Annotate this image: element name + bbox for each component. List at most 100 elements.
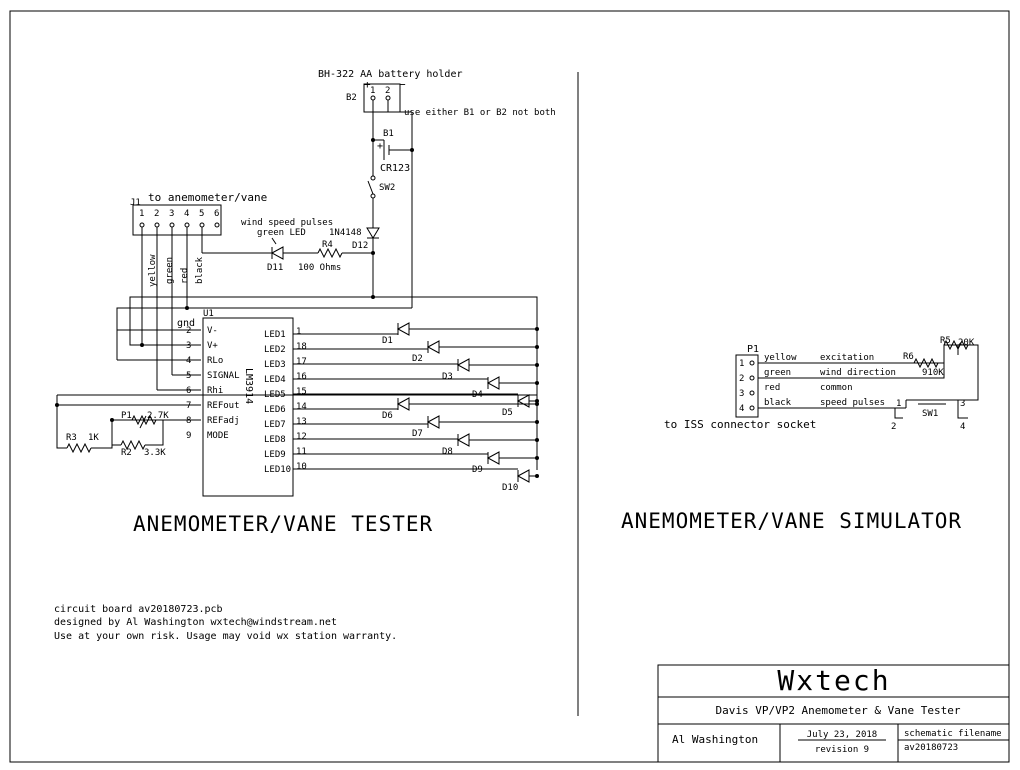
u1-pin-number-12: 12 [296, 432, 307, 442]
r4-resistor-symbol [317, 247, 343, 259]
led-rail-junction-led5 [535, 399, 539, 403]
r5-value-label: 20K [958, 338, 975, 348]
u1-pin-name-9: MODE [207, 431, 229, 441]
p1-label: P1 [121, 411, 132, 421]
sim-wire-color-4: black [764, 398, 792, 408]
d12-label: D12 [352, 241, 368, 251]
battery-holder-label: BH-322 AA battery holder [318, 69, 463, 80]
ground-rail [116, 307, 412, 331]
r6-resistor-symbol [913, 357, 939, 369]
j1-pin-6 [214, 222, 220, 228]
u1-pin-number-3: 3 [186, 341, 191, 351]
d7-label: D7 [412, 429, 423, 439]
r3-label: R3 [66, 433, 77, 443]
u1-pin-name-5: SIGNAL [207, 371, 240, 381]
d2-label: D2 [412, 354, 423, 364]
led-rail-junction-led10 [535, 474, 539, 478]
u1-pin-number-6: 6 [186, 386, 191, 396]
wire-r2-right [145, 420, 164, 446]
u1-pin-name-led3: LED3 [264, 360, 286, 370]
j1-connector-box [132, 204, 222, 236]
u1-pin-number-4: 4 [186, 356, 191, 366]
d3-diode-symbol [456, 358, 470, 372]
company-name: Wxtech [777, 664, 890, 697]
sw2-contact-top [370, 175, 376, 181]
d5-label: D5 [502, 408, 513, 418]
wind-speed-note: wind speed pulses [241, 218, 333, 228]
iss-connector-note: to ISS connector socket [664, 418, 816, 431]
d1-diode-symbol [396, 322, 410, 336]
j1-pin-3-label: 3 [169, 209, 174, 219]
j1-pin-1 [139, 222, 145, 228]
drawing-description: Davis VP/VP2 Anemometer & Vane Tester [715, 704, 960, 717]
d11-label: D11 [267, 263, 283, 273]
b2-label: B2 [346, 93, 357, 103]
r2-value-label: 3.3K [144, 448, 166, 458]
j1-description: to anemometer/vane [148, 191, 267, 204]
green-led-note: green LED [257, 228, 306, 238]
positive-rail [373, 296, 538, 470]
u1-pin-number-15: 15 [296, 387, 307, 397]
junction-v-plus [140, 343, 144, 347]
u1-pin-number-9: 9 [186, 431, 191, 441]
d10-diode-symbol [516, 469, 530, 483]
u1-chip-body [202, 317, 294, 497]
p1-wiper-arrow [139, 415, 147, 429]
sw2-blade [367, 180, 374, 195]
sim-pin-4 [749, 405, 755, 411]
r4-value-label: 100 Ohms [298, 263, 341, 273]
led-rail-junction-led6 [535, 402, 539, 406]
sw2-label: SW2 [379, 183, 395, 193]
drawing-revision: revision 9 [815, 745, 869, 755]
j1-pin-5 [199, 222, 205, 228]
b1-label: B1 [383, 129, 394, 139]
r5-resistor-symbol [943, 339, 969, 351]
filename-label: schematic filename [904, 729, 1002, 739]
sim-pin-number-4: 4 [739, 404, 744, 414]
led-rail-junction-led4 [535, 381, 539, 385]
sim-wire-color-1: yellow [764, 353, 797, 363]
sheet-border [9, 10, 1010, 763]
r3-resistor-symbol [66, 442, 92, 454]
u1-label: U1 [203, 309, 214, 319]
u1-pin-number-7: 7 [186, 401, 191, 411]
d12-part-label: 1N4148 [329, 228, 362, 238]
u1-pin-name-led10: LED10 [264, 465, 291, 475]
u1-pin-name-8: REFadj [207, 416, 240, 426]
sim-pin-number-3: 3 [739, 389, 744, 399]
r5-label: R5 [940, 336, 951, 346]
u1-pin-name-led6: LED6 [264, 405, 286, 415]
note-circuit-board: circuit board av20180723.pcb [54, 604, 223, 615]
u1-pin-name-led2: LED2 [264, 345, 286, 355]
b2-pin-1: 1 [370, 86, 375, 96]
u1-part-label: LM3914 [243, 368, 254, 404]
u1-pin-name-led1: LED1 [264, 330, 286, 340]
u1-pin-name-3: V+ [207, 341, 218, 351]
u1-pin-name-led4: LED4 [264, 375, 286, 385]
simulator-title: ANEMOMETER/VANE SIMULATOR [621, 509, 962, 533]
b2-terminal-1 [370, 95, 376, 101]
u1-pin-name-2: V- [207, 326, 218, 336]
r2-resistor-symbol [120, 439, 146, 451]
sim-signal-1: excitation [820, 353, 874, 363]
sim-wire-color-3: red [764, 383, 780, 393]
wire-refadj [91, 419, 201, 449]
d2-diode-symbol [426, 340, 440, 354]
sw1-pin-4: 4 [960, 422, 965, 432]
d11-diode-symbol [270, 246, 284, 260]
j1-pin-3 [169, 222, 175, 228]
junction-b1-minus [410, 148, 414, 152]
led-rail-junction-led1 [535, 327, 539, 331]
junction-b1-plus [371, 138, 375, 142]
sw2-contact-bottom [370, 193, 376, 199]
r2-label: R2 [121, 448, 132, 458]
wire-green-label: green [165, 257, 175, 284]
led-rail-junction-led2 [535, 345, 539, 349]
d7-diode-symbol [426, 415, 440, 429]
d5-diode-symbol [516, 394, 530, 408]
sim-signal-4: speed pulses [820, 398, 885, 408]
r3-value-label: 1K [88, 433, 99, 443]
d11-light-arrow [271, 237, 277, 245]
j1-pin-2 [154, 222, 160, 228]
u1-pin-number-1: 1 [296, 327, 301, 337]
